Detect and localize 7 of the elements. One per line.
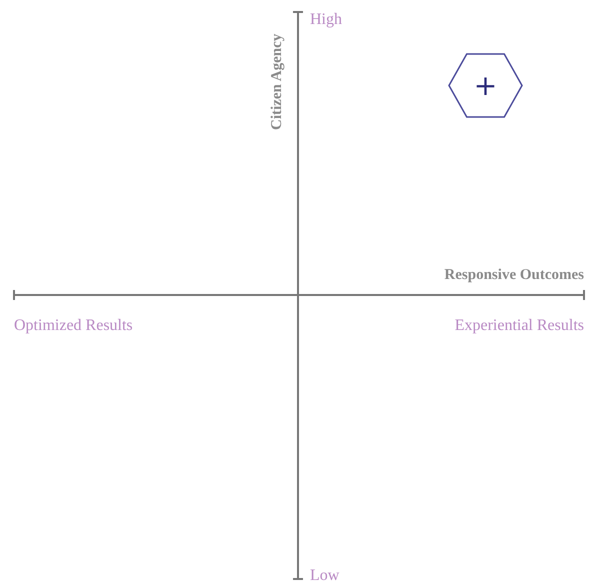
axis-title: Responsive Outcomes [444, 266, 584, 284]
axis-title: Citizen Agency [268, 34, 286, 130]
axis-end-label: High [310, 11, 342, 29]
quadrant-label: Optimized Results [14, 317, 133, 335]
plus-sign: + [474, 70, 498, 100]
axis-end-label: Low [310, 567, 340, 583]
quadrant-label: Experiential Results [454, 317, 584, 335]
